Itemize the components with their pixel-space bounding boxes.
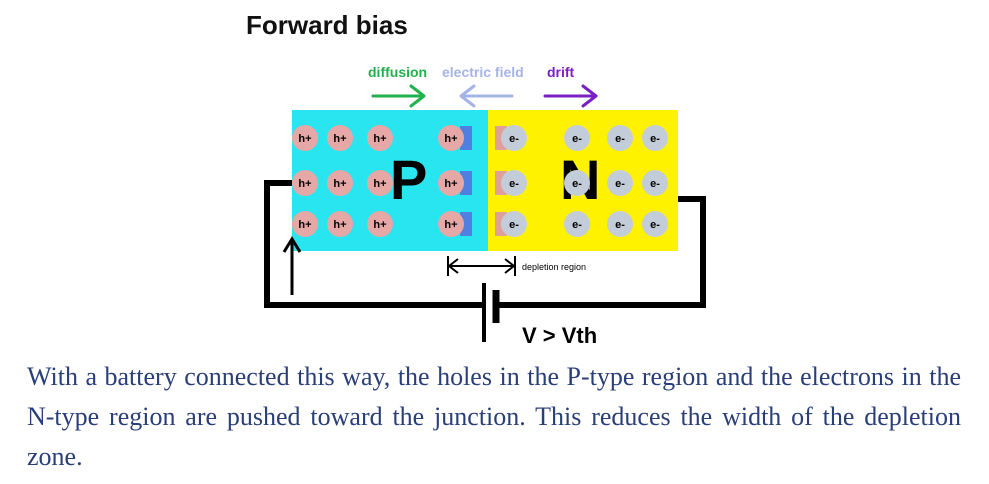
electron-carrier: e- [501, 170, 527, 196]
electron-carrier: e- [642, 211, 668, 237]
svg-text:h+: h+ [298, 133, 311, 145]
electric-field-arrow-icon [459, 84, 514, 108]
drift-arrow-icon [543, 84, 598, 108]
p-region-letter: P [390, 148, 427, 211]
electron-carrier: e- [501, 211, 527, 237]
battery-voltage-label: V > Vth [522, 323, 597, 348]
svg-text:h+: h+ [333, 133, 346, 145]
hole-carrier: h+ [292, 170, 318, 196]
current-arrow-icon [282, 236, 302, 295]
svg-text:e-: e- [615, 178, 625, 190]
svg-text:h+: h+ [333, 219, 346, 231]
caption-text: With a battery connected this way, the h… [27, 362, 961, 471]
electron-carrier: e- [564, 170, 590, 196]
svg-text:e-: e- [509, 178, 519, 190]
hole-carrier: h+ [438, 170, 464, 196]
svg-text:h+: h+ [298, 178, 311, 190]
svg-text:e-: e- [509, 219, 519, 231]
svg-text:h+: h+ [444, 178, 457, 190]
depletion-region-label: depletion region [522, 262, 586, 272]
svg-text:e-: e- [650, 133, 660, 145]
electron-carrier: e- [607, 170, 633, 196]
depletion-width-arrow-icon [447, 256, 516, 276]
page-title: Forward bias [246, 10, 408, 40]
svg-text:e-: e- [572, 178, 582, 190]
electron-carrier: e- [607, 125, 633, 151]
svg-text:e-: e- [615, 219, 625, 231]
svg-text:h+: h+ [373, 133, 386, 145]
electron-carrier: e- [607, 211, 633, 237]
svg-text:e-: e- [572, 219, 582, 231]
acceptor-ion [460, 171, 472, 195]
diffusion-label: diffusion [368, 64, 427, 80]
svg-text:h+: h+ [298, 219, 311, 231]
hole-carrier: h+ [327, 211, 353, 237]
svg-text:h+: h+ [333, 178, 346, 190]
hole-carrier: h+ [292, 211, 318, 237]
electron-carrier: e- [501, 125, 527, 151]
svg-text:h+: h+ [373, 219, 386, 231]
hole-carrier: h+ [438, 125, 464, 151]
svg-text:h+: h+ [373, 178, 386, 190]
circuit-wire [264, 180, 706, 308]
svg-text:e-: e- [615, 133, 625, 145]
electron-carrier: e- [564, 211, 590, 237]
svg-text:e-: e- [572, 133, 582, 145]
acceptor-ion [460, 126, 472, 150]
svg-text:e-: e- [650, 219, 660, 231]
svg-text:h+: h+ [444, 219, 457, 231]
electron-carrier: e- [642, 125, 668, 151]
svg-text:e-: e- [650, 178, 660, 190]
hole-carrier: h+ [327, 125, 353, 151]
electron-carrier: e- [642, 170, 668, 196]
drift-label: drift [547, 64, 575, 80]
electric-field-label: electric field [442, 64, 524, 80]
hole-carrier: h+ [438, 211, 464, 237]
hole-carrier: h+ [367, 170, 393, 196]
charge-carriers: h+ h+ h+ h+ e-e-e-e-h+ h+ h+ h+ e-e-e-e-h+ h+ h+ h+… [292, 125, 668, 237]
svg-text:h+: h+ [444, 133, 457, 145]
acceptor-ion [460, 212, 472, 236]
hole-carrier: h+ [327, 170, 353, 196]
hole-carrier: h+ [367, 125, 393, 151]
svg-text:e-: e- [509, 133, 519, 145]
hole-carrier: h+ [367, 211, 393, 237]
diffusion-arrow-icon [371, 84, 426, 108]
hole-carrier: h+ [292, 125, 318, 151]
electron-carrier: e- [564, 125, 590, 151]
